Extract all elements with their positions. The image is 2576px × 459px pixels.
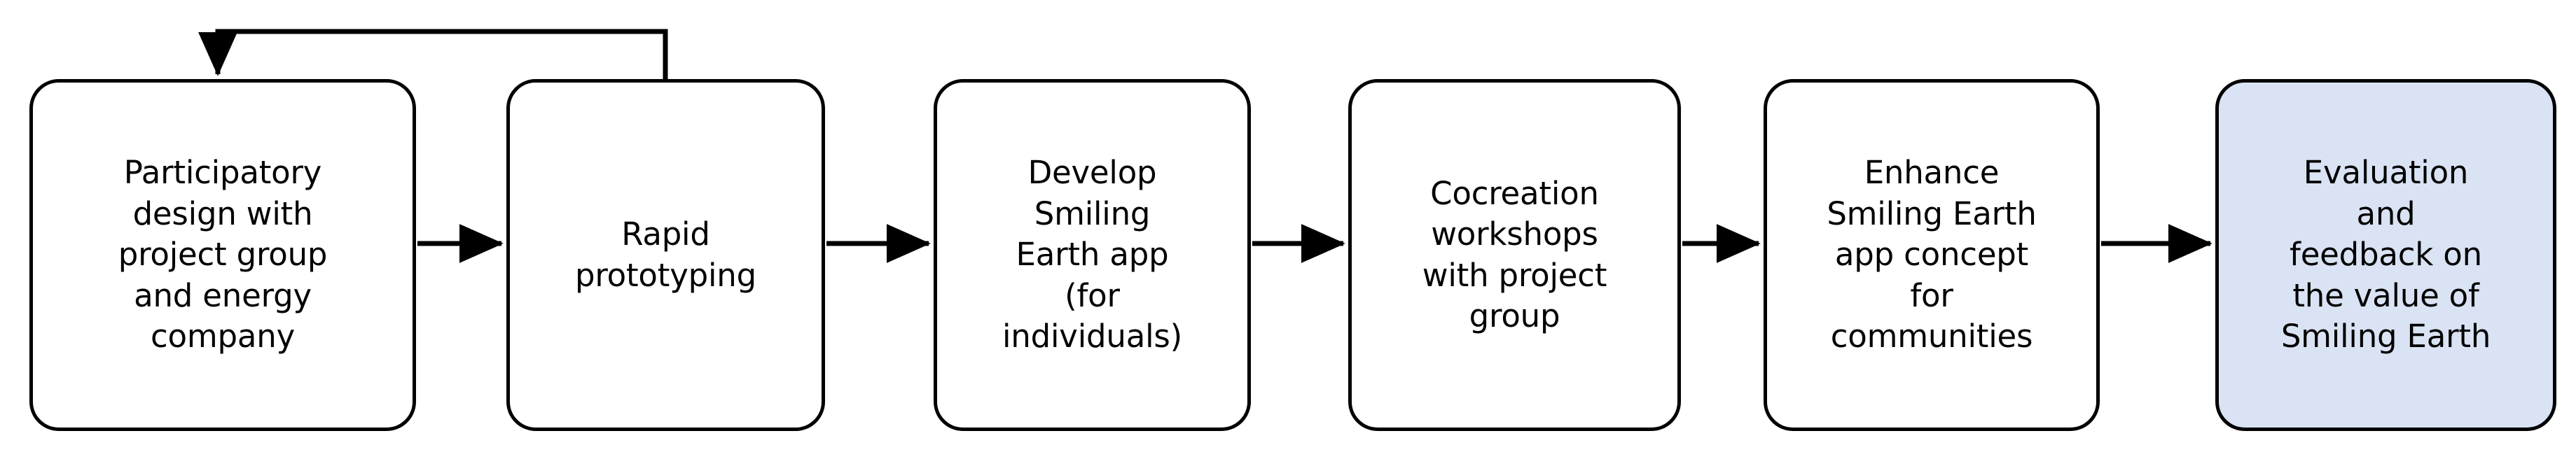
node-enhance-concept[interactable]: Enhance Smiling Earth app concept for co… [1764, 79, 2100, 431]
node-cocreation-workshops-label: Cocreation workshops with project group [1422, 174, 1607, 335]
node-develop-app-label: Develop Smiling Earth app (for individua… [1002, 154, 1182, 355]
node-develop-app[interactable]: Develop Smiling Earth app (for individua… [934, 79, 1251, 431]
node-evaluation-feedback[interactable]: Evaluation and feedback on the value of … [2215, 79, 2556, 431]
node-participatory-design[interactable]: Participatory design with project group … [29, 79, 416, 431]
node-participatory-design-label: Participatory design with project group … [118, 154, 328, 355]
node-rapid-prototyping[interactable]: Rapid prototyping [506, 79, 825, 431]
arrow-rapid-feedback-to-participatory [198, 29, 668, 79]
node-cocreation-workshops[interactable]: Cocreation workshops with project group [1348, 79, 1681, 431]
node-enhance-concept-label: Enhance Smiling Earth app concept for co… [1827, 154, 2037, 355]
node-evaluation-feedback-label: Evaluation and feedback on the value of … [2280, 154, 2491, 355]
node-rapid-prototyping-label: Rapid prototyping [574, 216, 756, 294]
